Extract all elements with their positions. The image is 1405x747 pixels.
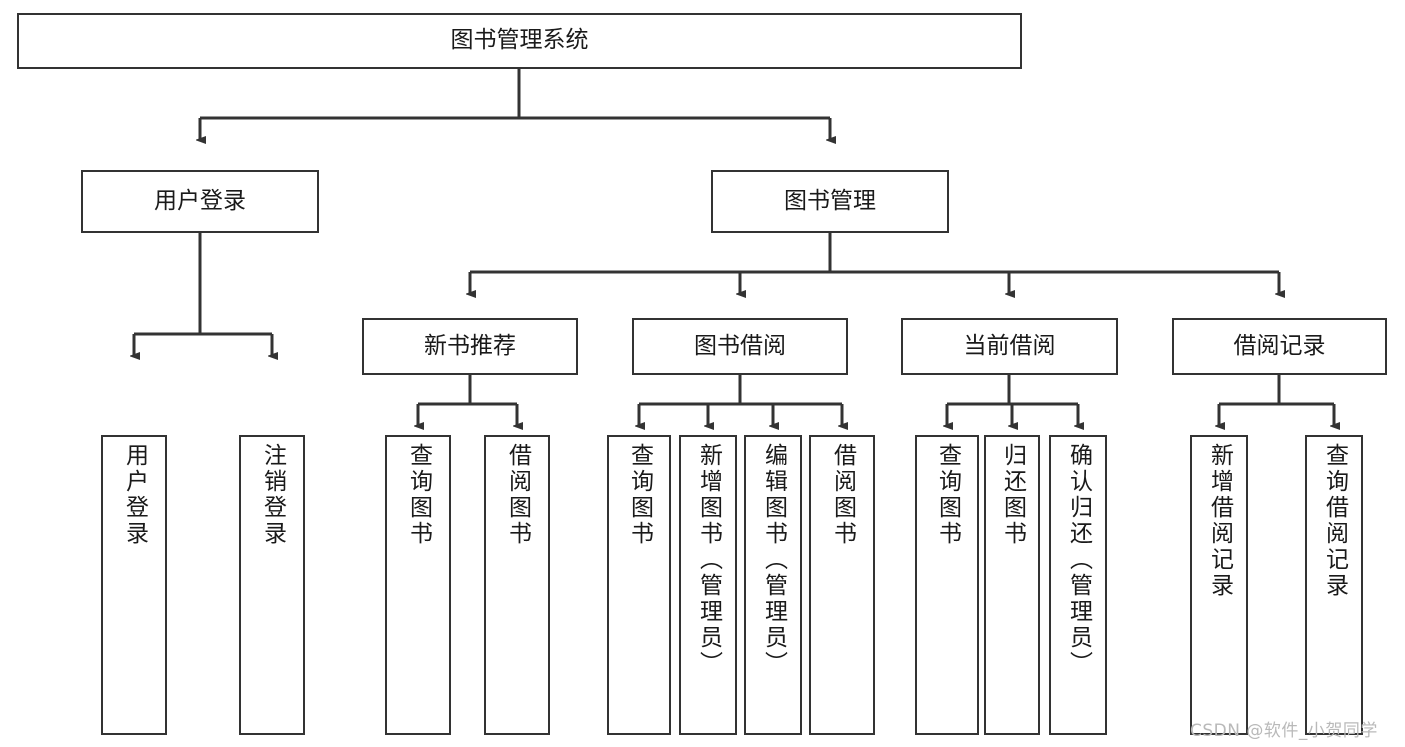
node-user-login[interactable]: 用户登录 — [81, 170, 319, 233]
node-leaf-borrow-book-1[interactable]: 借阅图书 — [484, 435, 550, 735]
node-user-login-label: 用户登录 — [154, 187, 246, 214]
node-leaf-return-book[interactable]: 归还图书 — [984, 435, 1040, 735]
node-current-borrow-label: 当前借阅 — [963, 332, 1056, 359]
node-leaf-add-record[interactable]: 新增借阅记录 — [1190, 435, 1248, 735]
node-leaf-add-book[interactable]: 新增图书（管理员） — [679, 435, 737, 735]
node-leaf-query-record[interactable]: 查询借阅记录 — [1305, 435, 1363, 735]
node-root[interactable]: 图书管理系统 — [17, 13, 1022, 69]
node-leaf-add-book-label: 新增图书（管理员） — [695, 443, 722, 677]
node-leaf-user-login[interactable]: 用户登录 — [101, 435, 167, 735]
node-leaf-query-book-1[interactable]: 查询图书 — [385, 435, 451, 735]
node-leaf-query-record-label: 查询借阅记录 — [1321, 443, 1348, 599]
node-leaf-borrow-book-2-label: 借阅图书 — [829, 443, 856, 547]
node-leaf-borrow-book-1-label: 借阅图书 — [504, 443, 531, 547]
connector-paths — [134, 69, 1334, 426]
node-leaf-query-book-2-label: 查询图书 — [626, 443, 653, 547]
node-leaf-edit-book-label: 编辑图书（管理员） — [760, 443, 787, 677]
node-book-management-label: 图书管理 — [784, 187, 876, 214]
node-leaf-query-book-1-label: 查询图书 — [405, 443, 432, 547]
node-book-borrow-label: 图书借阅 — [694, 332, 786, 359]
node-leaf-confirm-return[interactable]: 确认归还（管理员） — [1049, 435, 1107, 735]
node-leaf-query-book-2[interactable]: 查询图书 — [607, 435, 671, 735]
node-leaf-return-book-label: 归还图书 — [999, 443, 1026, 547]
node-new-book-recommend[interactable]: 新书推荐 — [362, 318, 578, 375]
node-current-borrow[interactable]: 当前借阅 — [901, 318, 1118, 375]
node-leaf-edit-book[interactable]: 编辑图书（管理员） — [744, 435, 802, 735]
node-leaf-confirm-return-label: 确认归还（管理员） — [1065, 443, 1092, 677]
node-book-borrow[interactable]: 图书借阅 — [632, 318, 848, 375]
node-leaf-logout[interactable]: 注销登录 — [239, 435, 305, 735]
node-leaf-add-record-label: 新增借阅记录 — [1206, 443, 1233, 599]
node-leaf-user-login-label: 用户登录 — [121, 443, 148, 547]
node-borrow-record[interactable]: 借阅记录 — [1172, 318, 1387, 375]
node-borrow-record-label: 借阅记录 — [1233, 332, 1326, 359]
node-leaf-logout-label: 注销登录 — [259, 443, 286, 547]
node-new-book-recommend-label: 新书推荐 — [424, 332, 516, 359]
node-book-management[interactable]: 图书管理 — [711, 170, 949, 233]
node-leaf-borrow-book-2[interactable]: 借阅图书 — [809, 435, 875, 735]
node-leaf-query-book-3-label: 查询图书 — [934, 443, 961, 547]
node-leaf-query-book-3[interactable]: 查询图书 — [915, 435, 979, 735]
node-root-label: 图书管理系统 — [450, 27, 589, 54]
